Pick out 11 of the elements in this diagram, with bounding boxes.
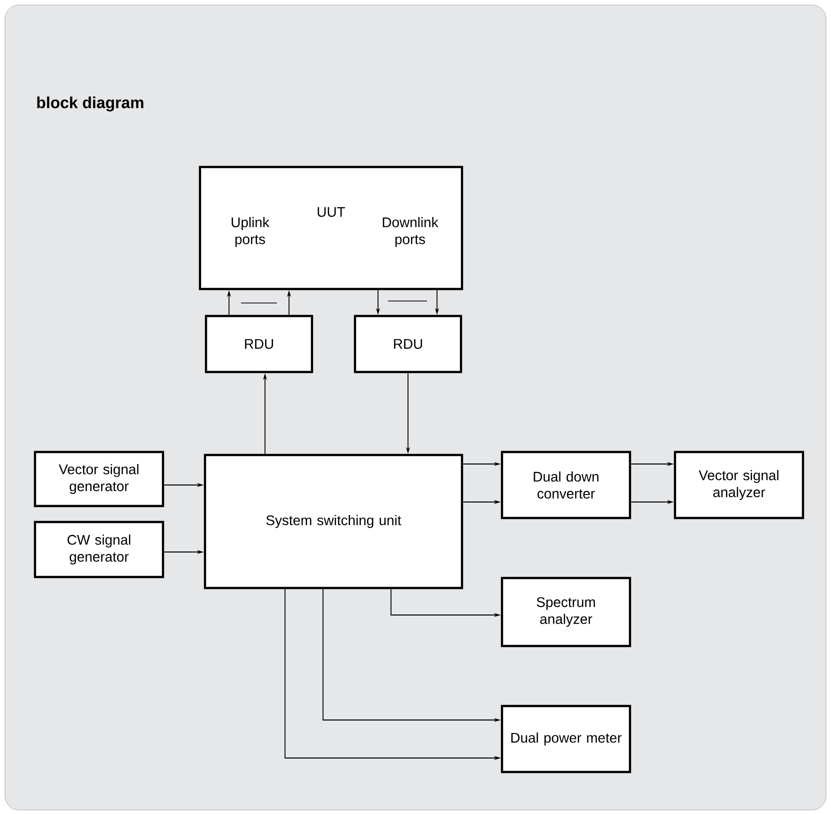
- block-box: CW signal generator: [34, 520, 164, 578]
- block-box: Dual down converter: [500, 450, 632, 520]
- block-box: Spectrum analyzer: [500, 576, 632, 648]
- block-box: RDU: [354, 314, 462, 374]
- block-box: RDU: [204, 314, 314, 374]
- block-box: UUT Uplink ports Downlink ports: [198, 166, 464, 290]
- block-box: Vector signal analyzer: [674, 450, 804, 520]
- block-box: Vector signal generator: [34, 450, 164, 508]
- block-box: Dual power meter: [500, 704, 632, 774]
- title: block diagram: [37, 96, 144, 112]
- block-box: System switching unit: [204, 454, 464, 590]
